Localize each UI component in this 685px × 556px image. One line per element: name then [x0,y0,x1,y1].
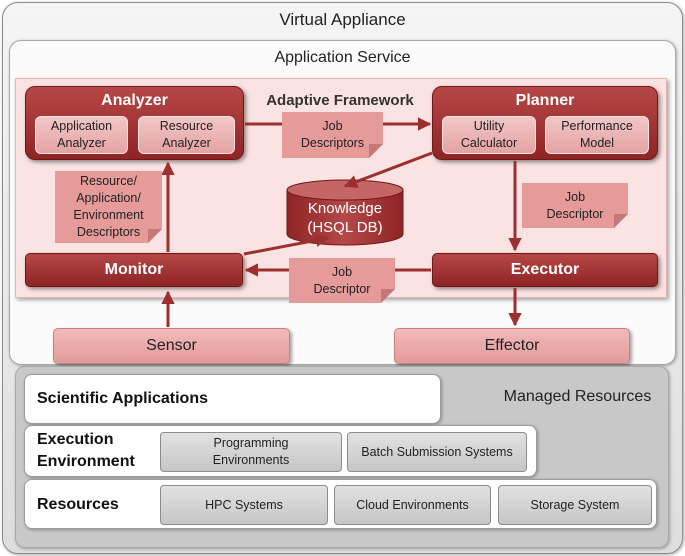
knowledge-database-icon [286,179,404,246]
monitor-to-knowledge-arrow [243,233,330,256]
resource-descriptors-line-3: Environment [73,208,144,222]
resource-analyzer-line-2: Analyzer [162,136,211,150]
performance-model-box: Performance Model [545,116,649,154]
application-service-title: Application Service [274,49,411,66]
resource-analyzer-line-1: Resource [159,119,214,133]
execution-environment-line-2: Environment [37,453,135,470]
resource-descriptors-line-1: Resource/ [80,174,137,188]
batch-submission-systems-box: Batch Submission Systems [347,432,527,472]
job-descriptor-note-bottom: Job Descriptor [289,258,395,303]
programming-environments-line-1: Programming [213,436,289,450]
job-descriptors-note-line-1: Job [322,119,343,133]
knowledge-line-2: (HSQL DB) [307,219,383,236]
job-descriptor-bottom-line-1: Job [331,264,353,279]
scientific-applications-box [24,374,441,424]
utility-calculator-box: Utility Calculator [442,116,536,154]
resource-analyzer-box: Resource Analyzer [138,116,235,154]
analyzer-title: Analyzer [101,92,168,109]
resource-descriptors-line-2: Application/ [76,191,141,205]
resource-descriptors-note: Resource/ Application/ Environment Descr… [55,171,162,243]
cloud-environments-box: Cloud Environments [334,485,491,525]
job-descriptor-right-line-2: Descriptor [546,206,604,221]
job-descriptor-bottom-line-2: Descriptor [313,281,371,296]
virtual-appliance-title: Virtual Appliance [279,10,406,29]
scientific-applications-label: Scientific Applications [37,390,208,407]
effector-box: Effector [394,328,630,364]
sensor-box: Sensor [53,328,290,364]
resources-label: Resources [37,496,119,513]
knowledge-label: Knowledge (HSQL DB) [285,196,405,240]
knowledge-line-1: Knowledge [307,200,383,217]
adaptive-framework-title: Adaptive Framework [266,91,414,109]
application-analyzer-line-2: Analyzer [57,136,106,150]
monitor-box: Monitor [25,253,243,287]
application-analyzer-line-1: Application [50,119,113,133]
programming-environments-line-2: Environments [212,453,290,467]
managed-resources-title: Managed Resources [503,388,652,405]
execution-environment-label: Execution Environment [37,429,157,475]
executor-box: Executor [432,253,658,287]
planner-to-knowledge-arrow [343,151,433,189]
application-analyzer-box: Application Analyzer [35,116,128,154]
performance-model-line-2: Model [579,136,615,150]
job-descriptors-note: Job Descriptors [282,112,383,158]
job-descriptor-right-line-1: Job [564,189,586,204]
programming-environments-box: Programming Environments [160,432,342,472]
hpc-systems-box: HPC Systems [160,485,328,525]
planner-title: Planner [515,92,575,109]
execution-environment-line-1: Execution [37,431,114,448]
utility-calculator-line-1: Utility [473,119,505,133]
resource-descriptors-line-4: Descriptors [76,225,141,239]
storage-system-box: Storage System [498,485,652,525]
performance-model-line-1: Performance [561,119,633,133]
utility-calculator-line-2: Calculator [460,136,518,150]
job-descriptors-note-line-2: Descriptors [300,136,365,150]
job-descriptor-note-right: Job Descriptor [522,183,628,228]
